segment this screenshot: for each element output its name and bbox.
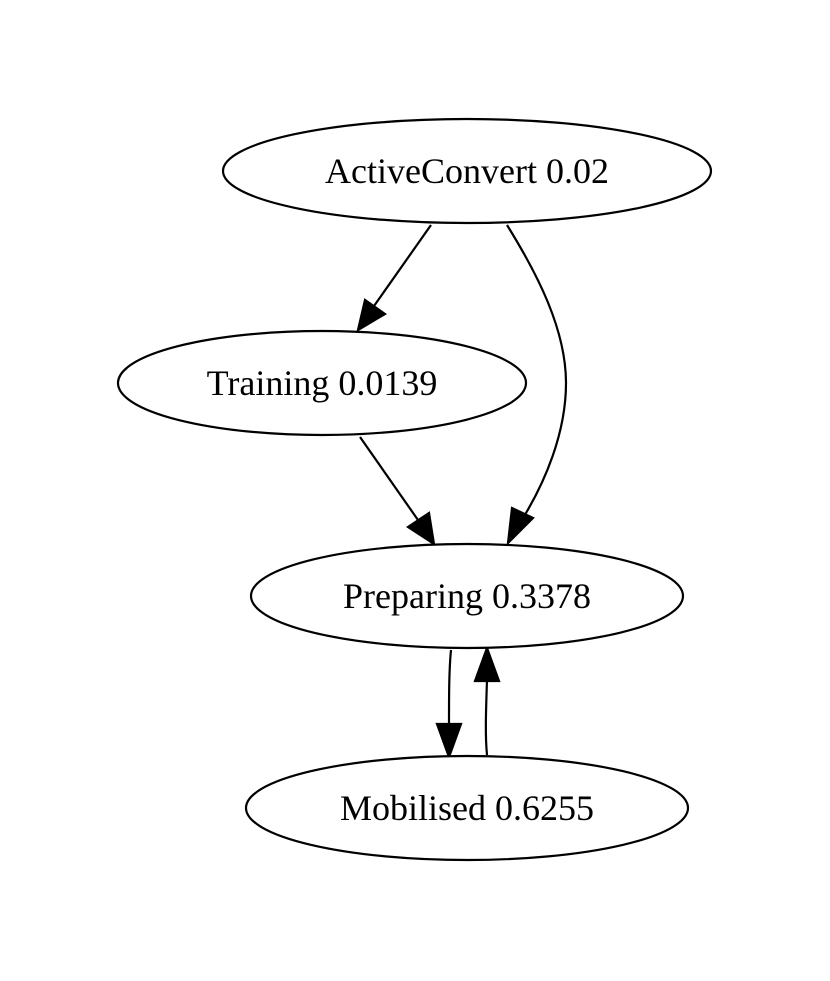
node-preparing-ellipse <box>249 542 685 650</box>
edge-training-to-preparing <box>359 436 436 547</box>
edge-activeconvert-to-training <box>356 224 432 333</box>
node-preparing: Preparing 0.3378 <box>249 542 685 650</box>
node-preparing-label: Preparing 0.3378 <box>343 576 591 616</box>
node-training-label: Training 0.0139 <box>207 363 438 403</box>
node-activeconvert: ActiveConvert 0.02 <box>221 117 713 225</box>
node-mobilised: Mobilised 0.6255 <box>244 754 690 862</box>
node-mobilised-ellipse <box>244 754 690 862</box>
node-activeconvert-label: ActiveConvert 0.02 <box>325 151 609 191</box>
edge-activeconvert-to-preparing <box>506 224 568 547</box>
edge-preparing-to-mobilised <box>435 649 463 761</box>
node-training: Training 0.0139 <box>116 329 528 437</box>
node-training-ellipse <box>116 329 528 437</box>
edge-mobilised-to-preparing <box>473 644 501 756</box>
node-mobilised-label: Mobilised 0.6255 <box>340 788 594 828</box>
node-activeconvert-ellipse <box>221 117 713 225</box>
